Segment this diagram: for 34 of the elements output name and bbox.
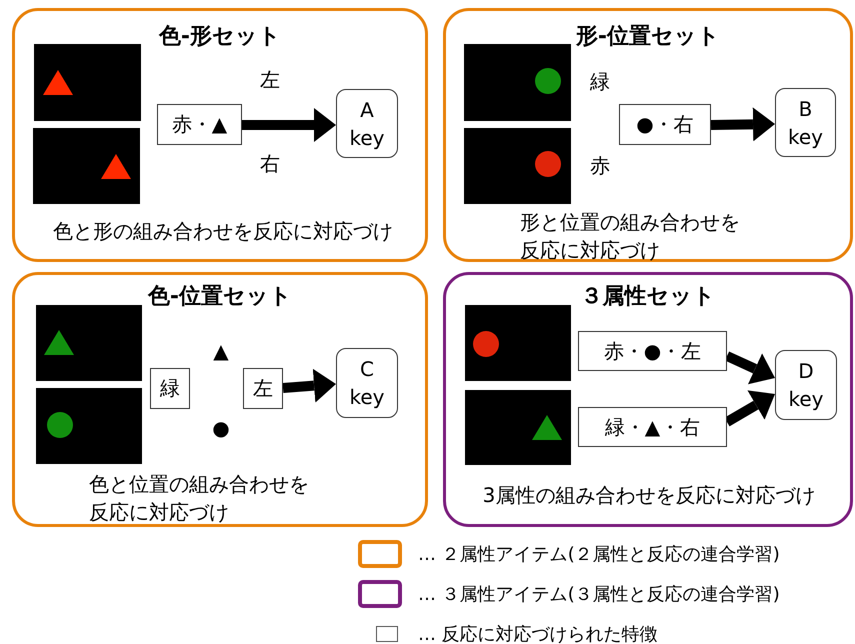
- key-box: B key: [775, 88, 836, 157]
- color-label: 赤: [590, 152, 610, 180]
- panel-title: 形-位置セット: [574, 23, 722, 51]
- task-panel: [443, 8, 853, 262]
- shape-label: ▲: [213, 339, 229, 363]
- panel-description: 色と位置の組み合わせを反応に対応づけ: [89, 471, 310, 526]
- feature-box: ●・右: [619, 104, 711, 145]
- feature-box: 赤・▲: [157, 104, 242, 145]
- feature-box: 緑・▲・右: [578, 407, 727, 447]
- task-panel: [12, 8, 428, 262]
- legend-text: … 反応に対応づけられた特徴: [418, 623, 658, 644]
- color-label: 緑: [590, 68, 610, 96]
- task-panel: [443, 272, 853, 527]
- panel-title: 色-位置セット: [146, 283, 294, 311]
- feature-box: 左: [243, 368, 283, 409]
- key-box: C key: [336, 348, 398, 418]
- key-box: D key: [775, 350, 837, 420]
- shape-label: ●: [212, 416, 230, 440]
- panel-description: 3属性の組み合わせを反応に対応づけ: [482, 482, 816, 509]
- position-label: 右: [260, 150, 280, 178]
- panel-description: 色と形の組み合わせを反応に対応づけ: [52, 218, 394, 245]
- key-box: A key: [336, 89, 398, 158]
- legend-text: … ３属性アイテム(３属性と反応の連合学習): [418, 583, 780, 606]
- task-panel: [12, 272, 428, 527]
- feature-box: 緑: [150, 368, 190, 409]
- legend-text: … ２属性アイテム(２属性と反応の連合学習): [418, 543, 780, 566]
- panel-description: 形と位置の組み合わせを反応に対応づけ: [520, 209, 741, 264]
- panel-title: 色-形セット: [158, 23, 282, 51]
- panel-title: ３属性セット: [580, 283, 716, 311]
- arrow: [282, 368, 336, 403]
- position-label: 左: [260, 66, 280, 94]
- arrow: [710, 107, 775, 142]
- arrow: [242, 108, 336, 142]
- feature-box: 赤・●・左: [578, 331, 727, 371]
